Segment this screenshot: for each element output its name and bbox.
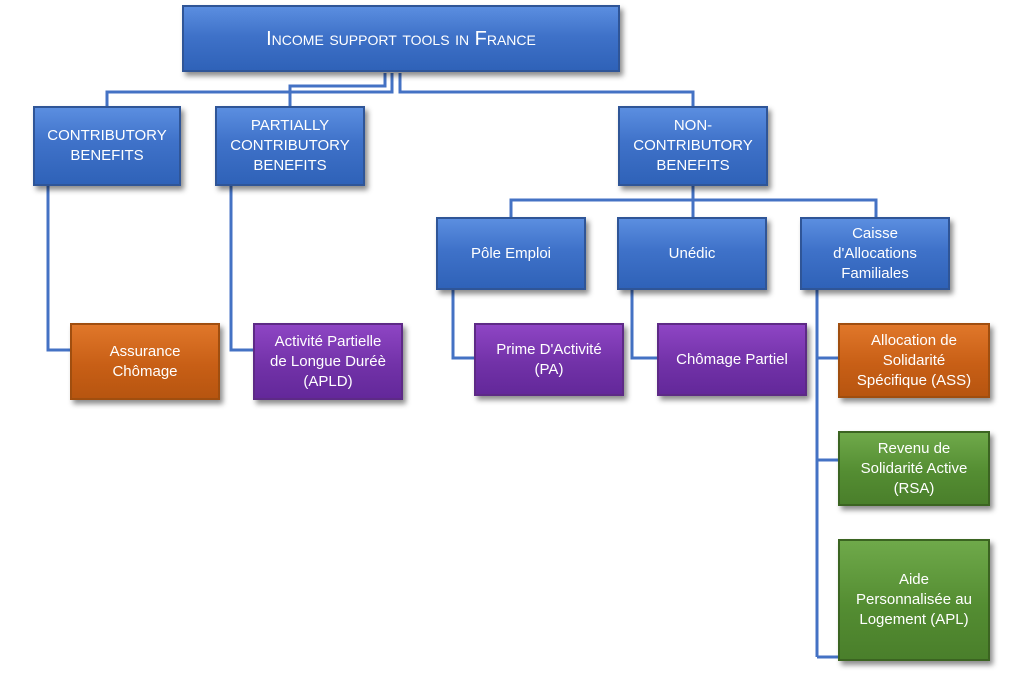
connector-noncontrib-orgs bbox=[509, 186, 695, 217]
benefit-prime-activite: Prime D'Activité (PA) bbox=[474, 323, 624, 396]
category-partially-contributory: PARTIALLY CONTRIBUTORY BENEFITS bbox=[215, 106, 365, 186]
category-non-contributory: NON- CONTRIBUTORY BENEFITS bbox=[618, 106, 768, 186]
connector-unedic-chomage bbox=[630, 290, 657, 360]
connector-title-contributory bbox=[105, 73, 394, 106]
benefit-chomage-partiel: Chômage Partiel bbox=[657, 323, 807, 396]
connector-contributory-assurance bbox=[46, 186, 70, 352]
category-contributory: CONTRIBUTORY BENEFITS bbox=[33, 106, 181, 186]
org-pole-emploi: Pôle Emploi bbox=[436, 217, 586, 290]
benefit-ass: Allocation de Solidarité Spécifique (ASS… bbox=[838, 323, 990, 398]
benefit-apld: Activité Partielle de Longue Duréè (APLD… bbox=[253, 323, 403, 400]
connector-pole-prime bbox=[451, 290, 474, 360]
benefit-assurance-chomage: Assurance Chômage bbox=[70, 323, 220, 400]
connector-title-noncontributory bbox=[398, 73, 695, 106]
benefit-apl: Aide Personnalisée au Logement (APL) bbox=[838, 539, 990, 661]
connector-partially-apld bbox=[229, 186, 253, 352]
diagram-title: Income support tools in France bbox=[182, 5, 620, 72]
org-caf: Caisse d'Allocations Familiales bbox=[800, 217, 950, 290]
org-unedic: Unédic bbox=[617, 217, 767, 290]
benefit-rsa: Revenu de Solidarité Active (RSA) bbox=[838, 431, 990, 506]
connector-noncontrib-caf bbox=[693, 198, 878, 217]
connector-title-partially bbox=[288, 73, 387, 106]
